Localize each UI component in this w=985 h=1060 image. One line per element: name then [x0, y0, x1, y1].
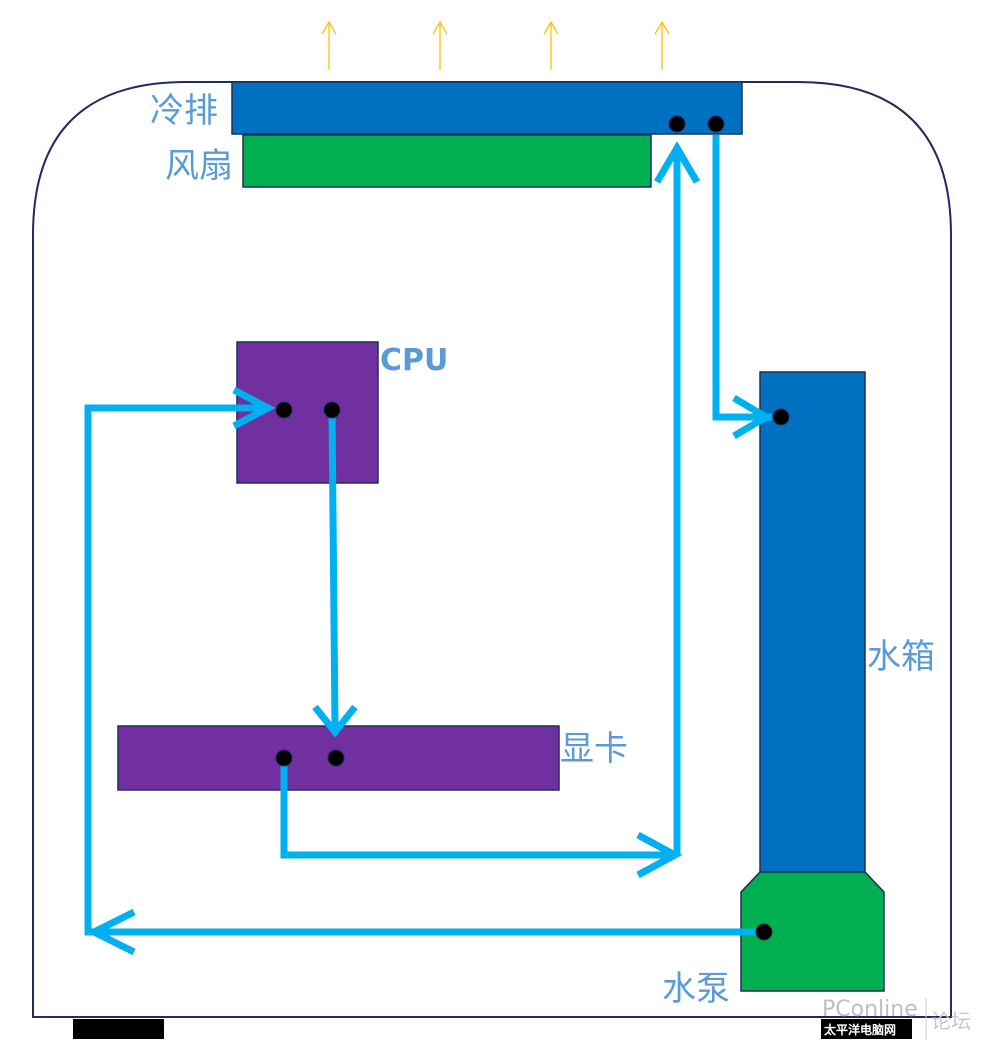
- pipe-cpu-to-gpu: [312, 409, 358, 738]
- gpu-label: 显卡: [560, 729, 628, 769]
- reservoir-label: 水箱: [867, 637, 935, 677]
- pump-label: 水泵: [662, 969, 730, 1009]
- pipe-ports: [275, 115, 790, 941]
- exhaust-airflow-arrows: [321, 20, 670, 70]
- pipe-gpu-to-radiator: [280, 141, 701, 879]
- watermark-brand: PConline: [822, 997, 918, 1022]
- radiator-port-out: [707, 115, 725, 133]
- pump-port: [755, 923, 773, 941]
- exhaust-arrow: [321, 20, 337, 70]
- fan-label: 风扇: [165, 146, 233, 186]
- cpu-port-in: [275, 401, 293, 419]
- pipe-pump-to-cpu: [84, 386, 760, 956]
- radiator: [231, 81, 743, 135]
- exhaust-arrow: [543, 20, 559, 70]
- gpu-port-in: [327, 749, 345, 767]
- watermark: PConline 太平洋电脑网 论坛: [822, 997, 971, 1040]
- watermark-forum: 论坛: [931, 1009, 971, 1033]
- cpu-port-out: [323, 401, 341, 419]
- pump: [740, 871, 885, 992]
- pipe-radiator-to-reservoir: [712, 135, 773, 440]
- cpu-label: CPU: [380, 343, 448, 378]
- reservoir: [759, 371, 866, 875]
- radiator-port-in: [668, 115, 686, 133]
- exhaust-arrow: [654, 20, 670, 70]
- case-outline: [32, 81, 952, 1018]
- exhaust-arrow: [432, 20, 448, 70]
- fan: [242, 134, 652, 188]
- radiator-label: 冷排: [150, 91, 218, 131]
- case-foot-left: [73, 1019, 164, 1039]
- reservoir-port: [772, 408, 790, 426]
- watermark-site: 太平洋电脑网: [824, 1022, 896, 1037]
- case-foot-right: [821, 1019, 912, 1039]
- coolant-pipes: [84, 135, 773, 956]
- gpu-port-out: [275, 749, 293, 767]
